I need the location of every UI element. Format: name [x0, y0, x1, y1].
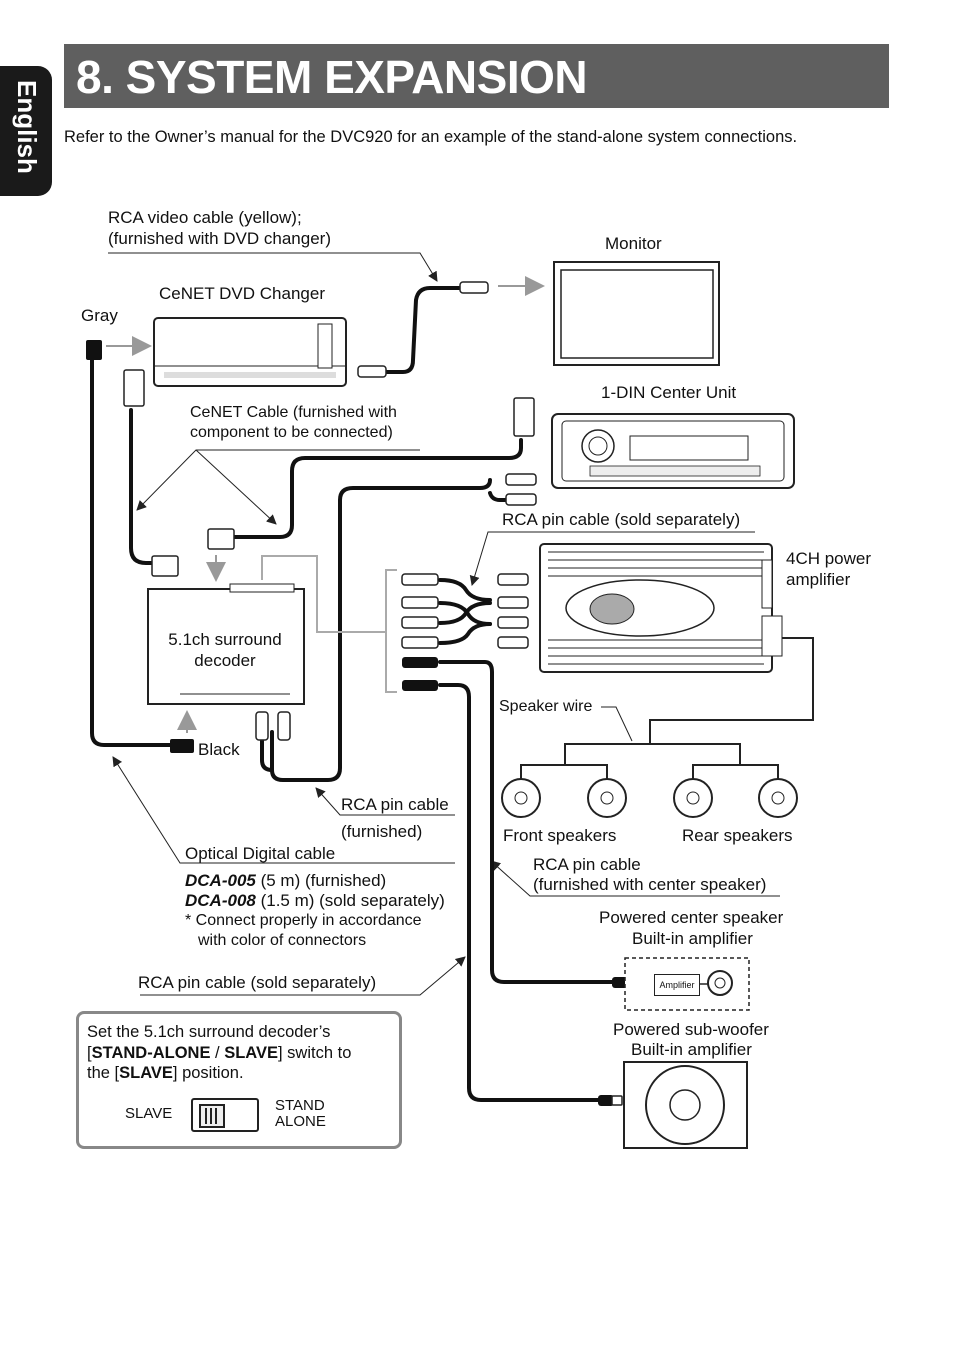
speakers: [501, 778, 798, 818]
rca-video-label-1: RCA video cable (yellow);: [108, 208, 302, 227]
language-tab: English: [0, 66, 52, 196]
note-line-3-tail: ] position.: [172, 1064, 244, 1082]
subwoofer-label-2: Built-in amplifier: [631, 1040, 752, 1059]
separator: /: [210, 1043, 225, 1062]
decoder-label-2: decoder: [194, 651, 256, 670]
connect-note-2: with color of connectors: [198, 932, 367, 949]
din-center-unit-device: [551, 413, 795, 489]
alone-word: ALONE: [275, 1113, 326, 1130]
stand-alone-word: STAND-ALONE: [91, 1043, 211, 1062]
switch-slave-label: SLAVE: [125, 1105, 173, 1122]
rca-pin-sold-bottom-label: RCA pin cable (sold separately): [138, 973, 377, 992]
furnished-label: (furnished): [341, 822, 423, 841]
dca008-line: DCA-008 (1.5 m) (sold separately): [185, 890, 445, 911]
note-line-1: Set the 5.1ch surround decoder’s: [87, 1023, 331, 1041]
front-speakers-label: Front speakers: [503, 826, 617, 845]
dca008-model: DCA-008: [185, 891, 256, 910]
rca-video-label-2: (furnished with DVD changer): [108, 229, 331, 248]
dca008-detail: (1.5 m) (sold separately): [255, 891, 445, 910]
din-unit-label: 1-DIN Center Unit: [601, 383, 737, 402]
switch-note-text: Set the 5.1ch surround decoder’s [STAND-…: [87, 1022, 351, 1084]
rca-pin-cable-label: RCA pin cable: [341, 795, 449, 814]
slave-position-word: SLAVE: [119, 1064, 173, 1082]
dca005-model: DCA-005: [185, 871, 256, 890]
optical-cable-label: Optical Digital cable: [185, 844, 336, 863]
mode-switch-illustration: [191, 1098, 259, 1132]
note-line-3: the [SLAVE] position.: [87, 1063, 351, 1084]
slave-word: SLAVE: [224, 1043, 279, 1062]
leader-lines: [108, 252, 780, 996]
surround-decoder-device: [147, 583, 305, 705]
power-amp-label-2: amplifier: [786, 570, 851, 589]
intro-text: Refer to the Owner’s manual for the DVC9…: [64, 128, 798, 146]
subwoofer-device: [623, 1061, 748, 1149]
monitor-device: [553, 261, 720, 366]
rear-speakers-label: Rear speakers: [682, 826, 793, 845]
decoder-label-1: 5.1ch surround: [168, 630, 282, 649]
power-amplifier-device: [539, 543, 783, 673]
stand-word: STAND: [275, 1097, 325, 1114]
speaker-wires: [520, 637, 814, 780]
black-label: Black: [198, 740, 240, 759]
connect-note-1: * Connect properly in accordance: [185, 912, 422, 929]
page-title: 8. SYSTEM EXPANSION: [76, 51, 588, 103]
power-amp-label-1: 4CH power: [786, 549, 872, 568]
speaker-wire-label: Speaker wire: [499, 698, 593, 715]
amplifier-tag: Amplifier: [654, 974, 700, 996]
switch-knob: [199, 1104, 225, 1128]
dvd-changer-label: CeNET DVD Changer: [159, 284, 325, 303]
cenet-cable-label-2: component to be connected): [190, 424, 393, 441]
switch-stand-alone-label: STAND ALONE: [275, 1098, 326, 1130]
section-title-bar: 8. SYSTEM EXPANSION: [64, 44, 889, 108]
rca-pin-center-label-2: (furnished with center speaker): [533, 875, 767, 894]
center-speaker-label-2: Built-in amplifier: [632, 929, 753, 948]
note-line-2-tail: ] switch to: [278, 1043, 352, 1062]
dvd-changer-device: [153, 317, 347, 387]
switch-note-box: Set the 5.1ch surround decoder’s [STAND-…: [76, 1011, 402, 1149]
note-line-3-head: the [: [87, 1064, 120, 1082]
gray-label: Gray: [81, 306, 118, 325]
rca-pin-sold-top-label: RCA pin cable (sold separately): [502, 510, 741, 529]
dca005-line: DCA-005 (5 m) (furnished): [185, 870, 386, 891]
center-speaker-label-1: Powered center speaker: [599, 908, 784, 927]
monitor-label: Monitor: [605, 234, 662, 253]
rca-pin-center-label-1: RCA pin cable: [533, 855, 641, 874]
dca005-detail: (5 m) (furnished): [255, 871, 387, 890]
note-line-2: [STAND-ALONE / SLAVE] switch to: [87, 1043, 351, 1064]
bracket-open: [: [87, 1043, 92, 1062]
cenet-cable-label-1: CeNET Cable (furnished with: [190, 404, 397, 421]
subwoofer-label-1: Powered sub-woofer: [613, 1020, 769, 1039]
